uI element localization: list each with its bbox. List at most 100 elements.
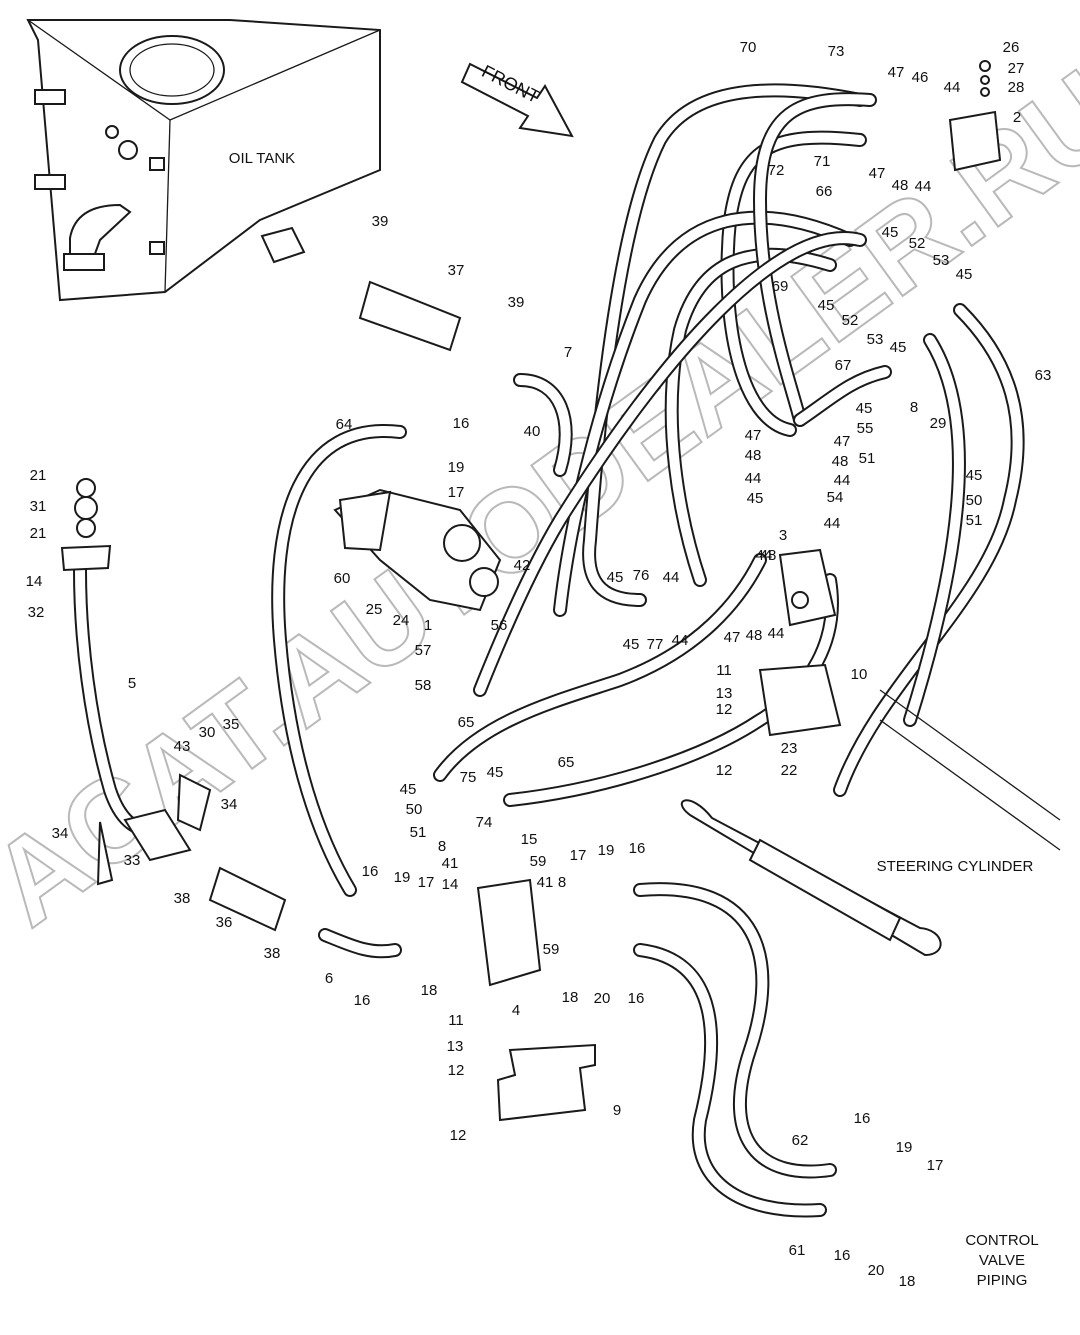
callout-48: 48 [746, 627, 763, 644]
callout-44: 44 [824, 515, 841, 532]
callout-47: 47 [724, 629, 741, 646]
callout-31: 31 [30, 498, 47, 515]
callout-22: 22 [781, 762, 798, 779]
callout-12: 12 [716, 762, 733, 779]
callout-43: 43 [174, 738, 191, 755]
callout-20: 20 [594, 990, 611, 1007]
callout-14: 14 [442, 876, 459, 893]
callout-16: 16 [453, 415, 470, 432]
callout-19: 19 [598, 842, 615, 859]
callout-50: 50 [406, 801, 423, 818]
callout-73: 73 [828, 43, 845, 60]
callout-18: 18 [899, 1273, 916, 1290]
callout-12: 12 [450, 1127, 467, 1144]
callout-5: 5 [128, 675, 136, 692]
callout-44: 44 [672, 632, 689, 649]
callout-27: 27 [1008, 60, 1025, 77]
callout-53: 53 [867, 331, 884, 348]
callout-71: 71 [814, 153, 831, 170]
callout-41: 41 [442, 855, 459, 872]
callout-52: 52 [909, 235, 926, 252]
callout-51: 51 [966, 512, 983, 529]
callout-54: 54 [827, 489, 844, 506]
callout-50: 50 [966, 492, 983, 509]
steering-unit [948, 60, 1002, 172]
callout-47: 47 [745, 427, 762, 444]
steering-cylinder-label: STEERING CYLINDER [877, 858, 1034, 875]
callout-46: 46 [912, 69, 929, 86]
callout-7: 7 [564, 344, 572, 361]
bracket-9 [496, 1043, 596, 1122]
callout-39: 39 [372, 213, 389, 230]
priority-valve [778, 548, 837, 627]
callout-4: 4 [512, 1002, 520, 1019]
callout-23: 23 [781, 740, 798, 757]
callout-30: 30 [199, 724, 216, 741]
callout-44: 44 [745, 470, 762, 487]
callout-57: 57 [415, 642, 432, 659]
callout-45: 45 [890, 339, 907, 356]
callout-16: 16 [629, 840, 646, 857]
callout-16: 16 [362, 863, 379, 880]
callout-10: 10 [851, 666, 868, 683]
callout-48: 48 [832, 453, 849, 470]
suction-parts [60, 280, 462, 932]
callout-45: 45 [747, 490, 764, 507]
pump [333, 488, 502, 612]
callout-13: 13 [447, 1038, 464, 1055]
front-arrow: FRONT [460, 61, 574, 138]
callout-47: 47 [834, 433, 851, 450]
control-valve-piping-label: CONTROL VALVE PIPING [965, 1232, 1038, 1289]
callout-8: 8 [910, 399, 918, 416]
callout-8: 8 [558, 874, 566, 891]
callout-17: 17 [418, 874, 435, 891]
callout-76: 76 [633, 567, 650, 584]
callout-16: 16 [854, 1110, 871, 1127]
callout-51: 51 [859, 450, 876, 467]
callout-32: 32 [28, 604, 45, 621]
callout-8: 8 [438, 838, 446, 855]
callout-17: 17 [927, 1157, 944, 1174]
callout-77: 77 [647, 636, 664, 653]
callout-44: 44 [663, 569, 680, 586]
callout-45: 45 [966, 467, 983, 484]
callout-44: 44 [768, 625, 785, 642]
callout-44: 44 [834, 472, 851, 489]
callout-53: 53 [933, 252, 950, 269]
callout-62: 62 [792, 1132, 809, 1149]
steering-cylinder [680, 689, 1061, 957]
callout-45: 45 [856, 400, 873, 417]
callout-16: 16 [834, 1247, 851, 1264]
callout-11: 11 [716, 662, 732, 679]
callout-25: 25 [366, 601, 383, 618]
cvp-line-3: PIPING [977, 1272, 1028, 1289]
callout-20: 20 [868, 1262, 885, 1279]
callout-26: 26 [1003, 39, 1020, 56]
callout-52: 52 [842, 312, 859, 329]
callout-61: 61 [789, 1242, 806, 1259]
callout-16: 16 [354, 992, 371, 1009]
callout-37: 37 [448, 262, 465, 279]
callout-48: 48 [745, 447, 762, 464]
callout-45: 45 [623, 636, 640, 653]
callout-70: 70 [740, 39, 757, 56]
callout-39: 39 [508, 294, 525, 311]
callout-1: 1 [424, 617, 432, 634]
callout-21: 21 [30, 467, 47, 484]
callout-66: 66 [816, 183, 833, 200]
callout-15: 15 [521, 831, 538, 848]
callout-44: 44 [915, 178, 932, 195]
callout-9: 9 [613, 1102, 621, 1119]
callout-21: 21 [30, 525, 47, 542]
callout-45: 45 [487, 764, 504, 781]
oil-tank-label: OIL TANK [229, 150, 295, 167]
callout-48: 48 [892, 177, 909, 194]
callout-72: 72 [768, 162, 785, 179]
callout-19: 19 [896, 1139, 913, 1156]
callout-45: 45 [956, 266, 973, 283]
callout-67: 67 [835, 357, 852, 374]
callout-17: 17 [448, 484, 465, 501]
callout-45: 45 [882, 224, 899, 241]
